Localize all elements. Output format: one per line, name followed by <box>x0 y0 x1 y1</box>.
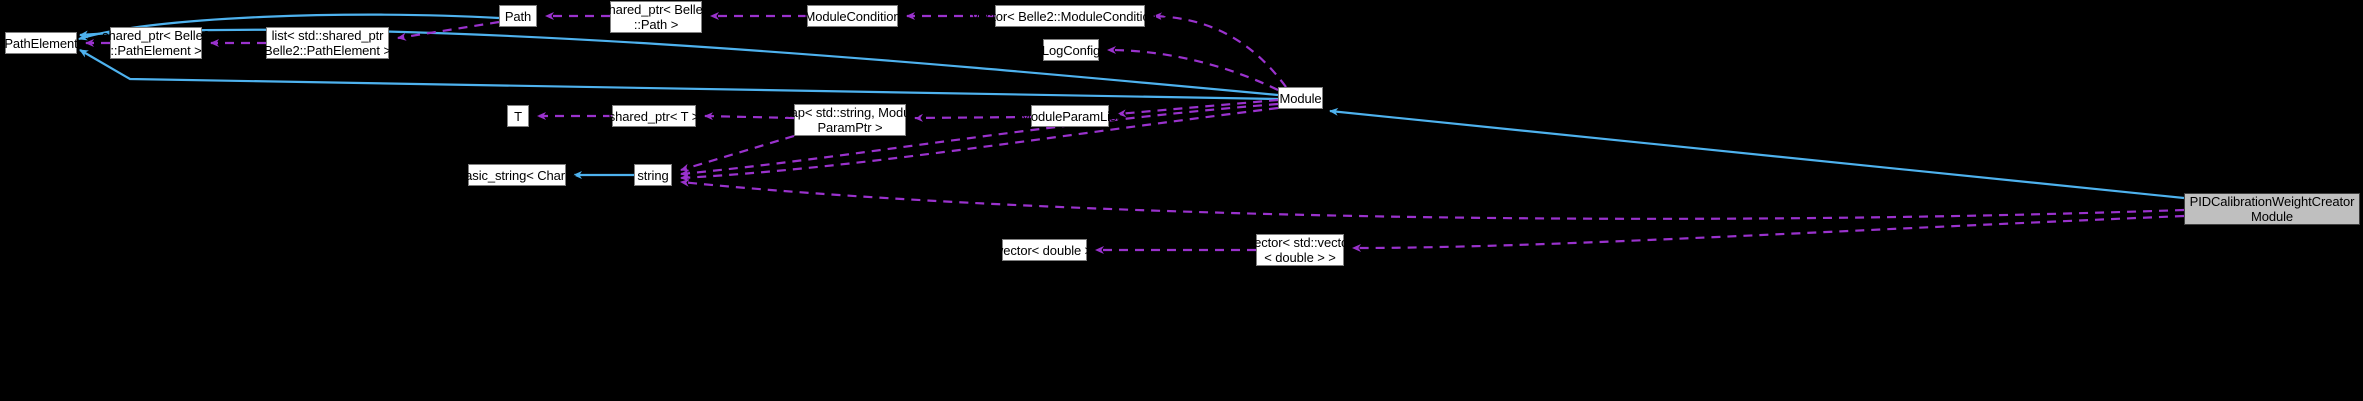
node-label-basic-string-char: basic_string< Char > <box>458 167 576 183</box>
edge-moduleparamlist-to-mapstringmoduleparam <box>914 113 1032 122</box>
node-pid-calibration-weight-creator-module[interactable]: PIDCalibrationWeightCreator Module <box>2184 193 2360 225</box>
node-vector-module-condition[interactable]: vector< Belle2::ModuleCondition > <box>972 5 1168 27</box>
node-module-param-list[interactable]: ModuleParamList <box>1020 105 1120 127</box>
node-list-shared-ptr[interactable]: list< std::shared_ptr < Belle2::PathElem… <box>253 27 402 59</box>
node-vector-vector-double[interactable]: vector< std::vector < double > > <box>1248 234 1352 266</box>
node-label-t: T <box>514 108 522 124</box>
edge-string-to-mapstringmoduleparam <box>680 134 795 172</box>
node-label-module: Module <box>1279 90 1322 106</box>
edge-string-to-module-b <box>680 106 1279 182</box>
node-label-shared-ptr-path-element: shared_ptr< Belle2 ::PathElement > <box>102 28 210 58</box>
node-label-path-element: PathElement <box>4 35 78 51</box>
node-shared-ptr-path-element[interactable]: shared_ptr< Belle2 ::PathElement > <box>102 27 210 59</box>
node-label-map-string-module-param: map< std::string, Module ParamPtr > <box>779 105 921 135</box>
edge-string-to-module <box>680 102 1279 178</box>
node-label-shared-ptr-path: shared_ptr< Belle2 ::Path > <box>602 2 710 32</box>
node-label-module-condition: ModuleCondition <box>804 8 901 24</box>
node-label-log-config: LogConfig <box>1041 42 1101 58</box>
node-label-list-shared-ptr: list< std::shared_ptr < Belle2::PathElem… <box>253 28 402 58</box>
edge-module-to-moduleparamlist <box>1117 98 1279 118</box>
node-label-pid-calibration-weight-creator-module: PIDCalibrationWeightCreator Module <box>2189 194 2355 224</box>
node-path[interactable]: Path <box>499 5 537 27</box>
node-log-config[interactable]: LogConfig <box>1041 39 1101 61</box>
node-basic-string-char[interactable]: basic_string< Char > <box>458 164 576 186</box>
node-label-string: string <box>637 167 669 183</box>
node-shared-ptr-t[interactable]: shared_ptr< T > <box>609 105 699 127</box>
node-module[interactable]: Module <box>1278 87 1323 109</box>
node-label-vector-module-condition: vector< Belle2::ModuleCondition > <box>972 8 1168 24</box>
node-label-path: Path <box>504 8 532 24</box>
node-module-condition[interactable]: ModuleCondition <box>804 5 901 27</box>
node-label-shared-ptr-t: shared_ptr< T > <box>608 108 700 124</box>
node-vector-double[interactable]: vector< double > <box>997 239 1092 261</box>
node-label-vector-double: vector< double > <box>996 242 1093 258</box>
edge-module-to-vectormodulecondition <box>1153 12 1287 88</box>
node-label-vector-vector-double: vector< std::vector < double > > <box>1247 235 1353 265</box>
edge-vectorvectordouble-to-pidmodule <box>1352 214 2185 252</box>
node-path-element[interactable]: PathElement <box>4 32 78 54</box>
node-shared-ptr-path[interactable]: shared_ptr< Belle2 ::Path > <box>602 1 710 33</box>
edge-listsharedptr-to-path <box>397 20 500 41</box>
node-t[interactable]: T <box>507 105 529 127</box>
node-label-module-param-list: ModuleParamList <box>1020 108 1120 124</box>
node-map-string-module-param[interactable]: map< std::string, Module ParamPtr > <box>780 104 920 136</box>
edge-module-to-logconfig <box>1107 46 1279 91</box>
edge-pidmodule-to-module <box>1329 107 2185 200</box>
edge-string-to-pidmodule <box>680 178 2185 220</box>
node-string[interactable]: string <box>634 164 672 186</box>
